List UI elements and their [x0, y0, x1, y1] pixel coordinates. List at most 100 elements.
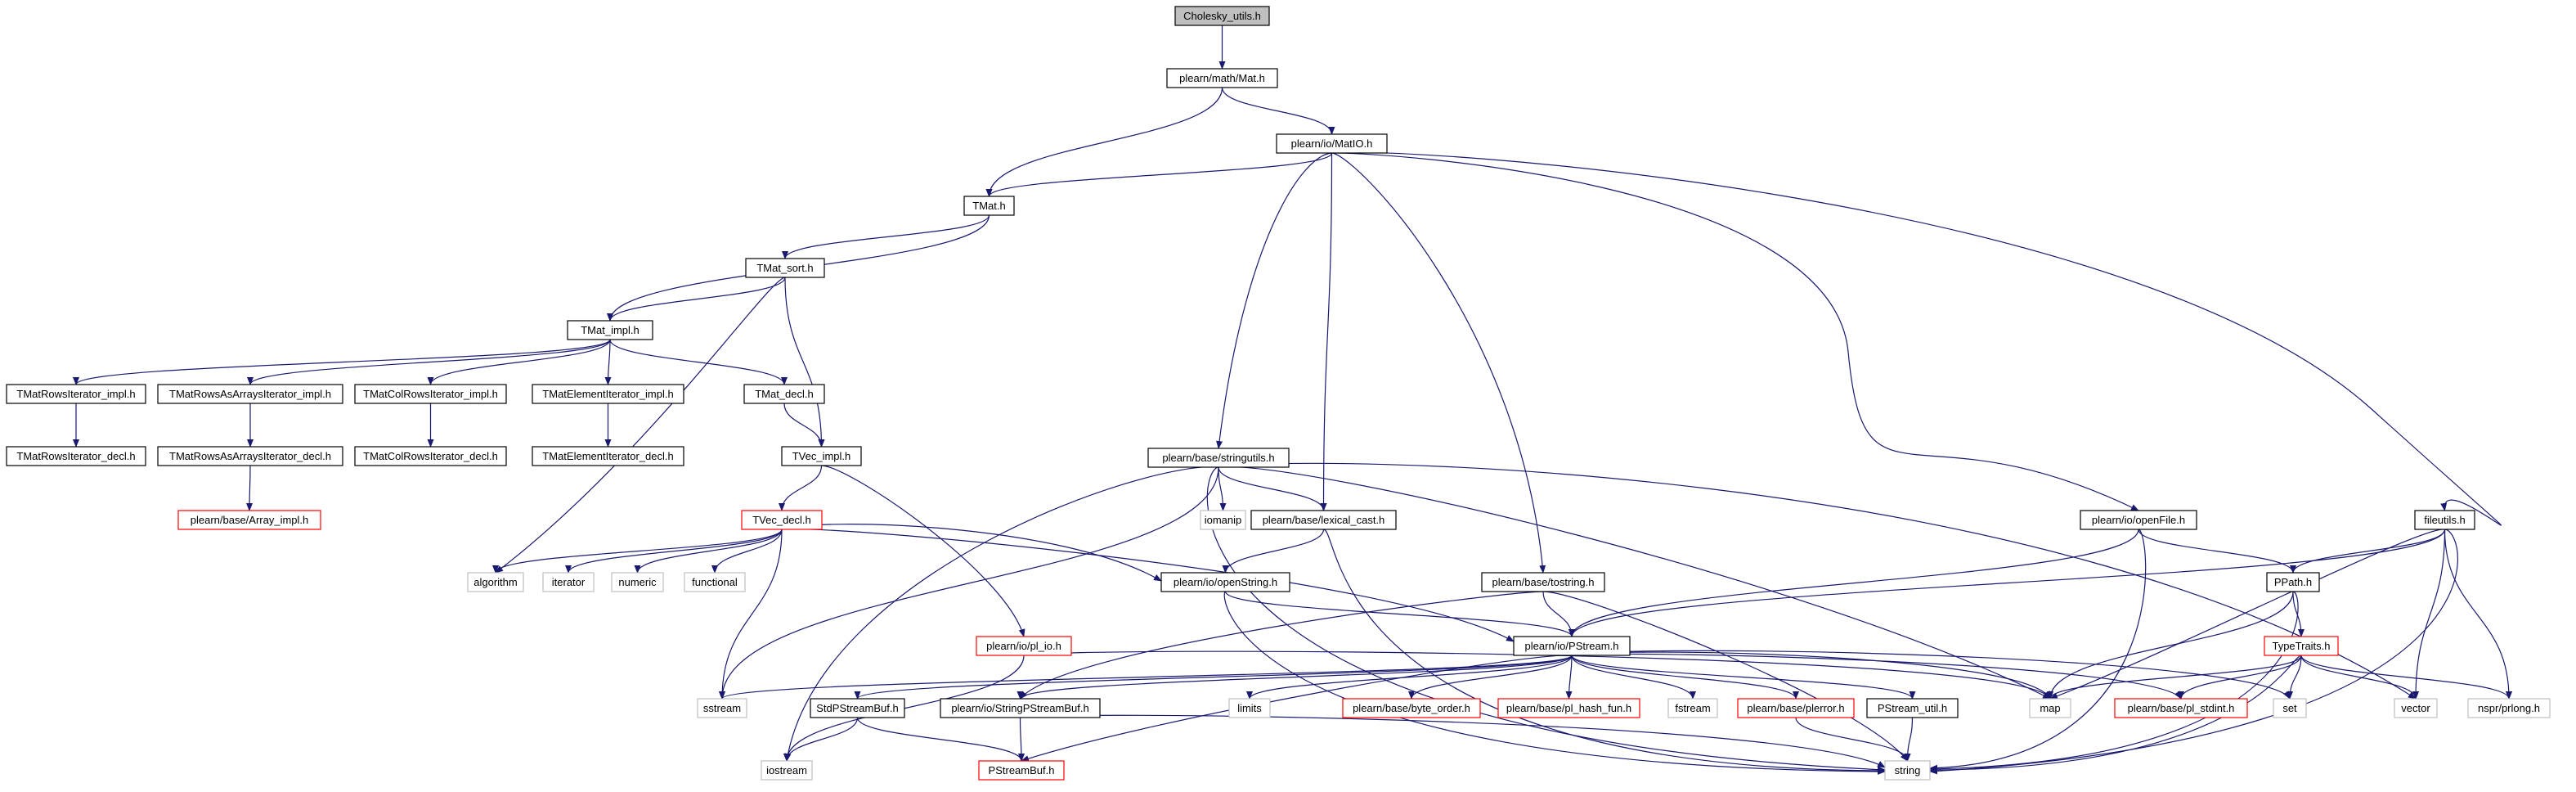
edge-fileutils-to-nsprlong	[2444, 529, 2512, 700]
node-tmat[interactable]: TMat.h	[963, 196, 1015, 216]
node-box	[532, 446, 684, 466]
node-box	[157, 384, 343, 404]
node-label: TVec_impl.h	[792, 450, 851, 462]
node-fileutils[interactable]: fileutils.h	[2414, 510, 2475, 530]
edge-stringutils-to-vector	[1218, 462, 2417, 700]
edge-fileutils-to-vector	[2412, 529, 2446, 700]
node-label: set	[2282, 702, 2297, 714]
node-label: TMatRowsIterator_decl.h	[16, 450, 135, 462]
node-matio[interactable]: plearn/io/MatIO.h	[1276, 133, 1388, 154]
node-box	[1166, 68, 1278, 88]
node-tmatsort[interactable]: TMat_sort.h	[745, 258, 825, 278]
node-box	[6, 446, 146, 466]
node-stringutils[interactable]: plearn/base/stringutils.h	[1147, 448, 1290, 468]
node-box	[2029, 698, 2071, 718]
node-colrows_decl[interactable]: TMatColRowsIterator_decl.h	[354, 446, 507, 466]
node-typetraits[interactable]: TypeTraits.h	[2264, 636, 2339, 656]
node-iterator[interactable]: iterator	[542, 572, 595, 592]
node-box	[157, 446, 343, 466]
node-rowsasarr_decl[interactable]: TMatRowsAsArraysIterator_decl.h	[157, 446, 343, 466]
node-iostream[interactable]: iostream	[761, 760, 813, 781]
node-box	[1866, 698, 1959, 718]
node-label: TMat_sort.h	[756, 262, 813, 274]
edge-pstream-to-map	[1571, 651, 2051, 700]
node-box	[1513, 636, 1631, 656]
node-tmatimpl[interactable]: TMat_impl.h	[567, 320, 653, 340]
node-box	[684, 572, 746, 592]
edge-tvecimpl-to-tvecdecl	[779, 465, 823, 511]
node-fstream[interactable]: fstream	[1667, 698, 1718, 718]
node-colrows_impl[interactable]: TMatColRowsIterator_impl.h	[354, 384, 507, 404]
node-label: plearn/io/pl_io.h	[986, 640, 1061, 652]
node-string[interactable]: string	[1884, 760, 1931, 781]
node-vector[interactable]: vector	[2394, 698, 2438, 718]
node-stringpsbuf[interactable]: plearn/io/StringPStreamBuf.h	[940, 698, 1101, 718]
node-box	[1481, 572, 1605, 592]
node-label: plearn/math/Mat.h	[1179, 72, 1265, 84]
node-algorithm[interactable]: algorithm	[467, 572, 524, 592]
node-tvecdecl[interactable]: TVec_decl.h	[741, 510, 823, 530]
node-box	[567, 320, 653, 340]
node-box	[2394, 698, 2438, 718]
node-plstdint[interactable]: plearn/base/pl_stdint.h	[2114, 698, 2248, 718]
edge-tvecimpl-to-plio	[821, 465, 1025, 637]
edge-tmatdecl-to-tvecimpl	[783, 403, 825, 448]
node-rowsit_impl[interactable]: TMatRowsIterator_impl.h	[6, 384, 146, 404]
node-byteorder[interactable]: plearn/base/byte_order.h	[1342, 698, 1481, 718]
node-tvecimpl[interactable]: TVec_impl.h	[781, 446, 862, 466]
node-label: PStreamBuf.h	[989, 764, 1055, 776]
node-pstream[interactable]: plearn/io/PStream.h	[1513, 636, 1631, 656]
node-sstream[interactable]: sstream	[697, 698, 747, 718]
edge-pstream-to-plerror	[1571, 655, 1799, 700]
edge-tvecdecl-to-iterator	[565, 529, 783, 574]
node-box	[810, 698, 905, 718]
node-tostring[interactable]: plearn/base/tostring.h	[1481, 572, 1605, 592]
node-label: StdPStreamBuf.h	[816, 702, 898, 714]
node-plerror[interactable]: plearn/base/plerror.h	[1737, 698, 1855, 718]
edge-tvecdecl-to-pstream	[781, 528, 1515, 642]
node-ppath[interactable]: PPath.h	[2266, 572, 2320, 592]
node-box	[1228, 698, 1271, 718]
node-hashfun[interactable]: plearn/base/pl_hash_fun.h	[1497, 698, 1640, 718]
node-stdpsbuf[interactable]: StdPStreamBuf.h	[810, 698, 905, 718]
edge-tmatsort-to-algorithm	[495, 277, 786, 574]
node-elemit_impl[interactable]: TMatElementIterator_impl.h	[532, 384, 684, 404]
node-elemit_decl[interactable]: TMatElementIterator_decl.h	[532, 446, 684, 466]
node-set[interactable]: set	[2273, 698, 2307, 718]
node-lexcast[interactable]: plearn/base/lexical_cast.h	[1250, 510, 1397, 530]
node-label: TMat_impl.h	[581, 324, 640, 336]
node-box	[940, 698, 1101, 718]
edge-tvecdecl-to-numeric	[634, 529, 783, 574]
node-plio[interactable]: plearn/io/pl_io.h	[976, 636, 1072, 656]
node-mat[interactable]: plearn/math/Mat.h	[1166, 68, 1278, 88]
edge-ppath-to-typetraits	[2292, 591, 2304, 637]
node-openstring[interactable]: plearn/io/openString.h	[1160, 572, 1290, 592]
node-rowsit_decl[interactable]: TMatRowsIterator_decl.h	[6, 446, 146, 466]
node-iomanip[interactable]: iomanip	[1200, 510, 1246, 530]
node-cholesky[interactable]: Cholesky_utils.h	[1174, 6, 1270, 26]
node-label: TMatRowsAsArraysIterator_impl.h	[169, 388, 331, 400]
node-nsprlong[interactable]: nspr/prlong.h	[2467, 698, 2551, 718]
node-box	[781, 446, 862, 466]
node-label: map	[2040, 702, 2060, 714]
node-functional[interactable]: functional	[684, 572, 746, 592]
edge-typetraits-to-plstdint	[2178, 655, 2302, 700]
node-psbuf[interactable]: PStreamBuf.h	[978, 760, 1065, 781]
edge-pstream-to-hashfun	[1565, 655, 1573, 700]
node-numeric[interactable]: numeric	[611, 572, 664, 592]
node-openfile[interactable]: plearn/io/openFile.h	[2080, 510, 2197, 530]
edge-fileutils-to-ppath	[2290, 529, 2446, 574]
node-label: iomanip	[1205, 514, 1242, 526]
node-map[interactable]: map	[2029, 698, 2071, 718]
edge-typetraits-to-vector	[2300, 655, 2419, 700]
node-box	[1174, 6, 1270, 26]
node-label: plearn/io/openFile.h	[2092, 514, 2185, 526]
edge-pstream-to-stringpsbuf	[1016, 655, 1573, 700]
edge-ppath-to-string	[1929, 591, 2299, 772]
node-arrayimpl[interactable]: plearn/base/Array_impl.h	[177, 510, 321, 530]
node-limits[interactable]: limits	[1228, 698, 1271, 718]
node-psutil[interactable]: PStream_util.h	[1866, 698, 1959, 718]
node-tmatdecl[interactable]: TMat_decl.h	[743, 384, 825, 404]
node-rowsasarr_impl[interactable]: TMatRowsAsArraysIterator_impl.h	[157, 384, 343, 404]
